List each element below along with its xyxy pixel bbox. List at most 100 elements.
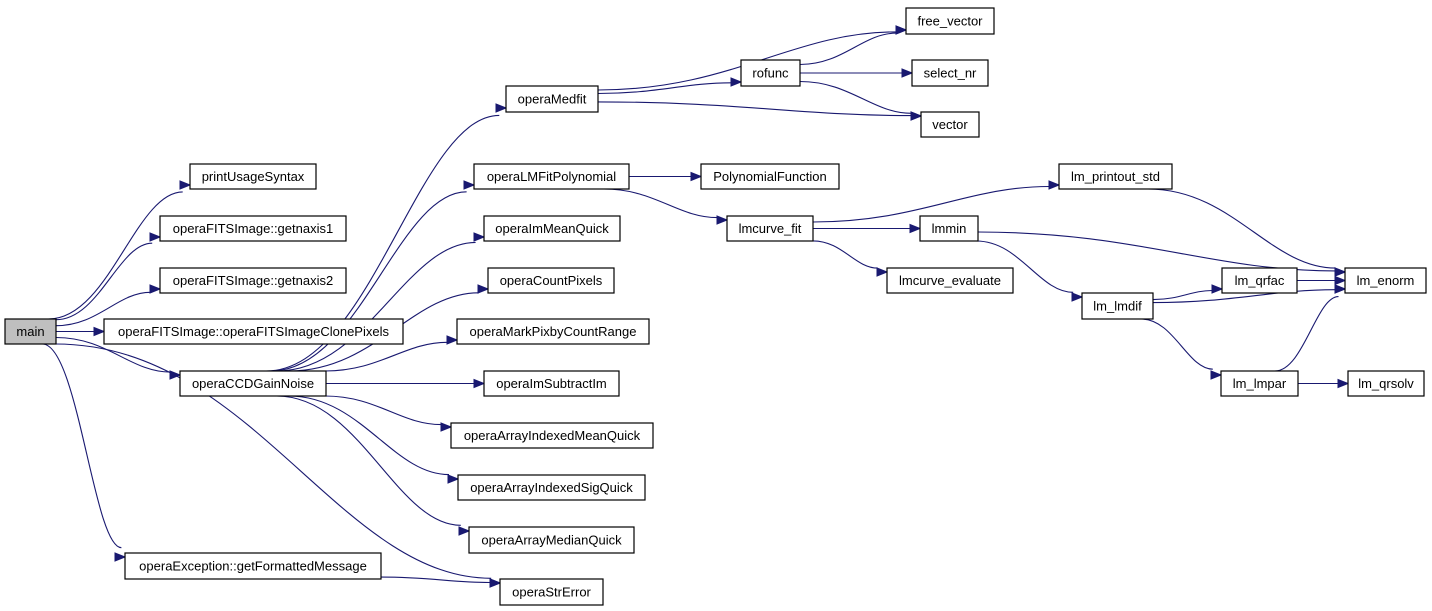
node-box-getnaxis1[interactable] <box>159 215 347 242</box>
arrowhead-rofunc-to-free_vector <box>895 25 908 35</box>
edge-lmmin-to-lm_lmdif <box>976 240 1074 293</box>
node-box-countpixels[interactable] <box>487 267 615 294</box>
node-label-lm_qrfac: lm_qrfac <box>1235 273 1285 288</box>
node-markpix[interactable]: operaMarkPixbyCountRange <box>456 318 650 345</box>
edge-ccdgainnoise-to-arrmean <box>324 395 442 426</box>
node-lm_lmdif[interactable]: lm_lmdif <box>1081 292 1154 320</box>
arrowhead-main-to-clonepixels <box>93 326 106 337</box>
node-lmcurve_evaluate[interactable]: lmcurve_evaluate <box>886 267 1014 294</box>
node-box-imsubtract[interactable] <box>483 370 620 397</box>
node-box-lmcurve_fit[interactable] <box>726 215 814 242</box>
node-box-lm_printout_std[interactable] <box>1058 163 1173 190</box>
node-label-free_vector: free_vector <box>917 14 983 29</box>
edge-main-to-printUsageSyntax <box>48 191 183 320</box>
node-box-lm_qrsolv[interactable] <box>1347 370 1425 397</box>
node-box-lm_enorm[interactable] <box>1344 267 1427 294</box>
arrowhead-rofunc-to-vector <box>910 111 923 121</box>
node-box-getformatted[interactable] <box>124 552 382 580</box>
node-label-vector: vector <box>932 117 968 132</box>
node-label-rofunc: rofunc <box>752 66 789 81</box>
node-box-arrsig[interactable] <box>457 474 646 501</box>
node-lm_qrsolv[interactable]: lm_qrsolv <box>1347 370 1425 397</box>
node-box-ccdgainnoise[interactable] <box>179 370 327 397</box>
node-lmfitpoly[interactable]: operaLMFitPolynomial <box>473 163 630 190</box>
node-strerror[interactable]: operaStrError <box>499 578 604 606</box>
node-polyfunc[interactable]: PolynomialFunction <box>700 163 840 190</box>
node-label-clonepixels: operaFITSImage::operaFITSImageClonePixel… <box>118 324 389 339</box>
arrowhead-ccdgainnoise-to-arrmedian <box>458 526 471 536</box>
node-printUsageSyntax[interactable]: printUsageSyntax <box>189 163 317 190</box>
arrowhead-medfit-to-rofunc <box>730 77 743 87</box>
node-getformatted[interactable]: operaException::getFormattedMessage <box>124 552 382 580</box>
arrowhead-lmcurve_fit-to-lmcurve_evaluate <box>876 267 889 277</box>
node-arrmedian[interactable]: operaArrayMedianQuick <box>468 526 635 554</box>
edge-main-to-getnaxis1 <box>55 242 153 321</box>
edges-layer <box>42 25 1350 588</box>
node-arrsig[interactable]: operaArrayIndexedSigQuick <box>457 474 646 501</box>
arrowhead-getformatted-to-strerror <box>489 578 502 588</box>
node-box-arrmean[interactable] <box>450 422 654 449</box>
arrowhead-main-to-getformatted <box>114 552 127 562</box>
arrowhead-lmmin-to-lm_enorm <box>1334 267 1347 277</box>
node-box-select_nr[interactable] <box>911 59 989 87</box>
node-rofunc[interactable]: rofunc <box>740 59 801 87</box>
node-box-free_vector[interactable] <box>905 7 995 35</box>
node-imsubtract[interactable]: operaImSubtractIm <box>483 370 620 397</box>
edge-ccdgainnoise-to-immeanquick <box>277 241 476 372</box>
node-select_nr[interactable]: select_nr <box>911 59 989 87</box>
node-box-lmmin[interactable] <box>919 215 979 242</box>
node-getnaxis1[interactable]: operaFITSImage::getnaxis1 <box>159 215 347 242</box>
edge-getformatted-to-strerror <box>380 576 491 584</box>
node-box-rofunc[interactable] <box>740 59 801 87</box>
node-box-markpix[interactable] <box>456 318 650 345</box>
node-box-lm_lmpar[interactable] <box>1220 370 1299 397</box>
node-box-vector[interactable] <box>920 111 980 138</box>
node-box-lm_lmdif[interactable] <box>1081 292 1154 320</box>
edge-ccdgainnoise-to-medfit <box>266 114 500 372</box>
node-box-medfit[interactable] <box>505 85 599 113</box>
node-lm_enorm[interactable]: lm_enorm <box>1344 267 1427 294</box>
node-box-arrmedian[interactable] <box>468 526 635 554</box>
node-box-getnaxis2[interactable] <box>159 267 347 294</box>
node-box-printUsageSyntax[interactable] <box>189 163 317 190</box>
node-box-strerror[interactable] <box>499 578 604 606</box>
edge-lm_lmpar-to-lm_enorm <box>1274 296 1339 372</box>
node-clonepixels[interactable]: operaFITSImage::operaFITSImageClonePixel… <box>103 318 404 345</box>
node-label-arrmedian: operaArrayMedianQuick <box>481 533 622 548</box>
node-box-main[interactable] <box>4 318 57 345</box>
arrowhead-lmmin-to-lm_lmdif <box>1071 292 1084 302</box>
node-lmmin[interactable]: lmmin <box>919 215 979 242</box>
node-lm_printout_std[interactable]: lm_printout_std <box>1058 163 1173 190</box>
node-box-clonepixels[interactable] <box>103 318 404 345</box>
node-medfit[interactable]: operaMedfit <box>505 85 599 113</box>
node-box-polyfunc[interactable] <box>700 163 840 190</box>
edge-lmfitpoly-to-lmcurve_fit <box>603 188 718 219</box>
arrowhead-lm_qrfac-to-lm_enorm <box>1334 275 1347 286</box>
arrowhead-lmfitpoly-to-lmcurve_fit <box>716 215 729 225</box>
node-getnaxis2[interactable]: operaFITSImage::getnaxis2 <box>159 267 347 294</box>
node-arrmean[interactable]: operaArrayIndexedMeanQuick <box>450 422 654 449</box>
edge-lmcurve_fit-to-lmcurve_evaluate <box>812 240 878 269</box>
edge-main-to-strerror <box>55 343 492 579</box>
node-label-polyfunc: PolynomialFunction <box>713 169 826 184</box>
node-box-lmfitpoly[interactable] <box>473 163 630 190</box>
node-countpixels[interactable]: operaCountPixels <box>487 267 615 294</box>
node-vector[interactable]: vector <box>920 111 980 138</box>
node-lm_lmpar[interactable]: lm_lmpar <box>1220 370 1299 397</box>
node-label-lmcurve_fit: lmcurve_fit <box>739 221 802 236</box>
node-box-lm_qrfac[interactable] <box>1221 267 1298 294</box>
node-label-arrsig: operaArrayIndexedSigQuick <box>470 480 633 495</box>
node-lmcurve_fit[interactable]: lmcurve_fit <box>726 215 814 242</box>
node-lm_qrfac[interactable]: lm_qrfac <box>1221 267 1298 294</box>
node-label-getformatted: operaException::getFormattedMessage <box>139 559 367 574</box>
edge-rofunc-to-free_vector <box>799 32 897 66</box>
arrowhead-ccdgainnoise-to-imsubtract <box>473 378 486 389</box>
edge-rofunc-to-vector <box>799 80 912 114</box>
node-box-lmcurve_evaluate[interactable] <box>886 267 1014 294</box>
node-box-immeanquick[interactable] <box>483 215 621 242</box>
node-main[interactable]: main <box>4 318 57 345</box>
node-label-immeanquick: operaImMeanQuick <box>495 221 609 236</box>
node-free_vector[interactable]: free_vector <box>905 7 995 35</box>
node-ccdgainnoise[interactable]: operaCCDGainNoise <box>179 370 327 397</box>
node-immeanquick[interactable]: operaImMeanQuick <box>483 215 621 242</box>
